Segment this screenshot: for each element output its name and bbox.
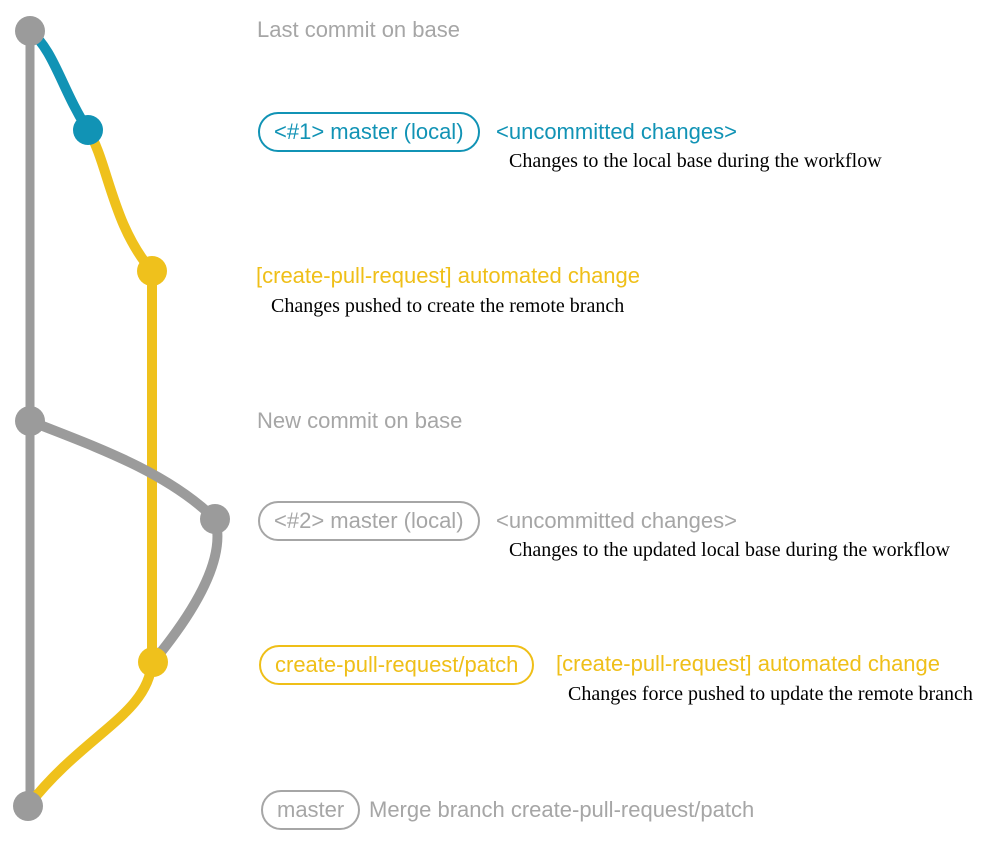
commit-dot-merge — [13, 791, 43, 821]
branch-badge-master: master — [261, 790, 361, 830]
commit-message-merge: Merge branch create-pull-request/patch — [369, 797, 755, 822]
caption-new-commit-on-base: New commit on base — [257, 408, 463, 433]
commit-message-automated-1: [create-pull-request] automated change — [256, 263, 641, 288]
branch-badge-master-local-1: <#1> master (local) — [258, 112, 480, 152]
description-uncommitted-1: Changes to the local base during the wor… — [509, 150, 882, 172]
branch-badge-label: create-pull-request/patch — [275, 652, 519, 677]
local-branch-edge-2b — [148, 514, 223, 667]
branch-badge-label: <#2> master (local) — [274, 508, 464, 533]
description-automated-1: Changes pushed to create the remote bran… — [271, 295, 625, 317]
patch-branch-merge-edge — [23, 657, 157, 811]
branch-badge-master-local-2: <#2> master (local) — [258, 501, 480, 541]
patch-branch-edge-1 — [83, 125, 157, 276]
commit-graph — [13, 16, 230, 821]
caption-last-commit-on-base: Last commit on base — [257, 17, 460, 42]
commit-dot-last-base — [15, 16, 45, 46]
branch-badge-label: <#1> master (local) — [274, 119, 464, 144]
branch-badge-create-pull-request-patch: create-pull-request/patch — [259, 645, 535, 685]
description-uncommitted-2: Changes to the updated local base during… — [509, 539, 950, 561]
local-branch-edge-2a — [25, 416, 220, 524]
commit-dot-master-local-2 — [200, 504, 230, 534]
commit-dot-automated-change-2 — [138, 647, 168, 677]
commit-dot-new-base — [15, 406, 45, 436]
description-automated-2: Changes force pushed to update the remot… — [568, 683, 973, 705]
commit-dot-master-local-1 — [73, 115, 103, 145]
commit-message-uncommitted-2: <uncommitted changes> — [496, 508, 737, 533]
branch-badge-label: master — [277, 797, 345, 822]
commit-dot-automated-change-1 — [137, 256, 167, 286]
commit-message-automated-2: [create-pull-request] automated change — [556, 651, 941, 676]
commit-message-uncommitted-1: <uncommitted changes> — [496, 119, 737, 144]
local-branch-edge-1 — [25, 26, 93, 135]
